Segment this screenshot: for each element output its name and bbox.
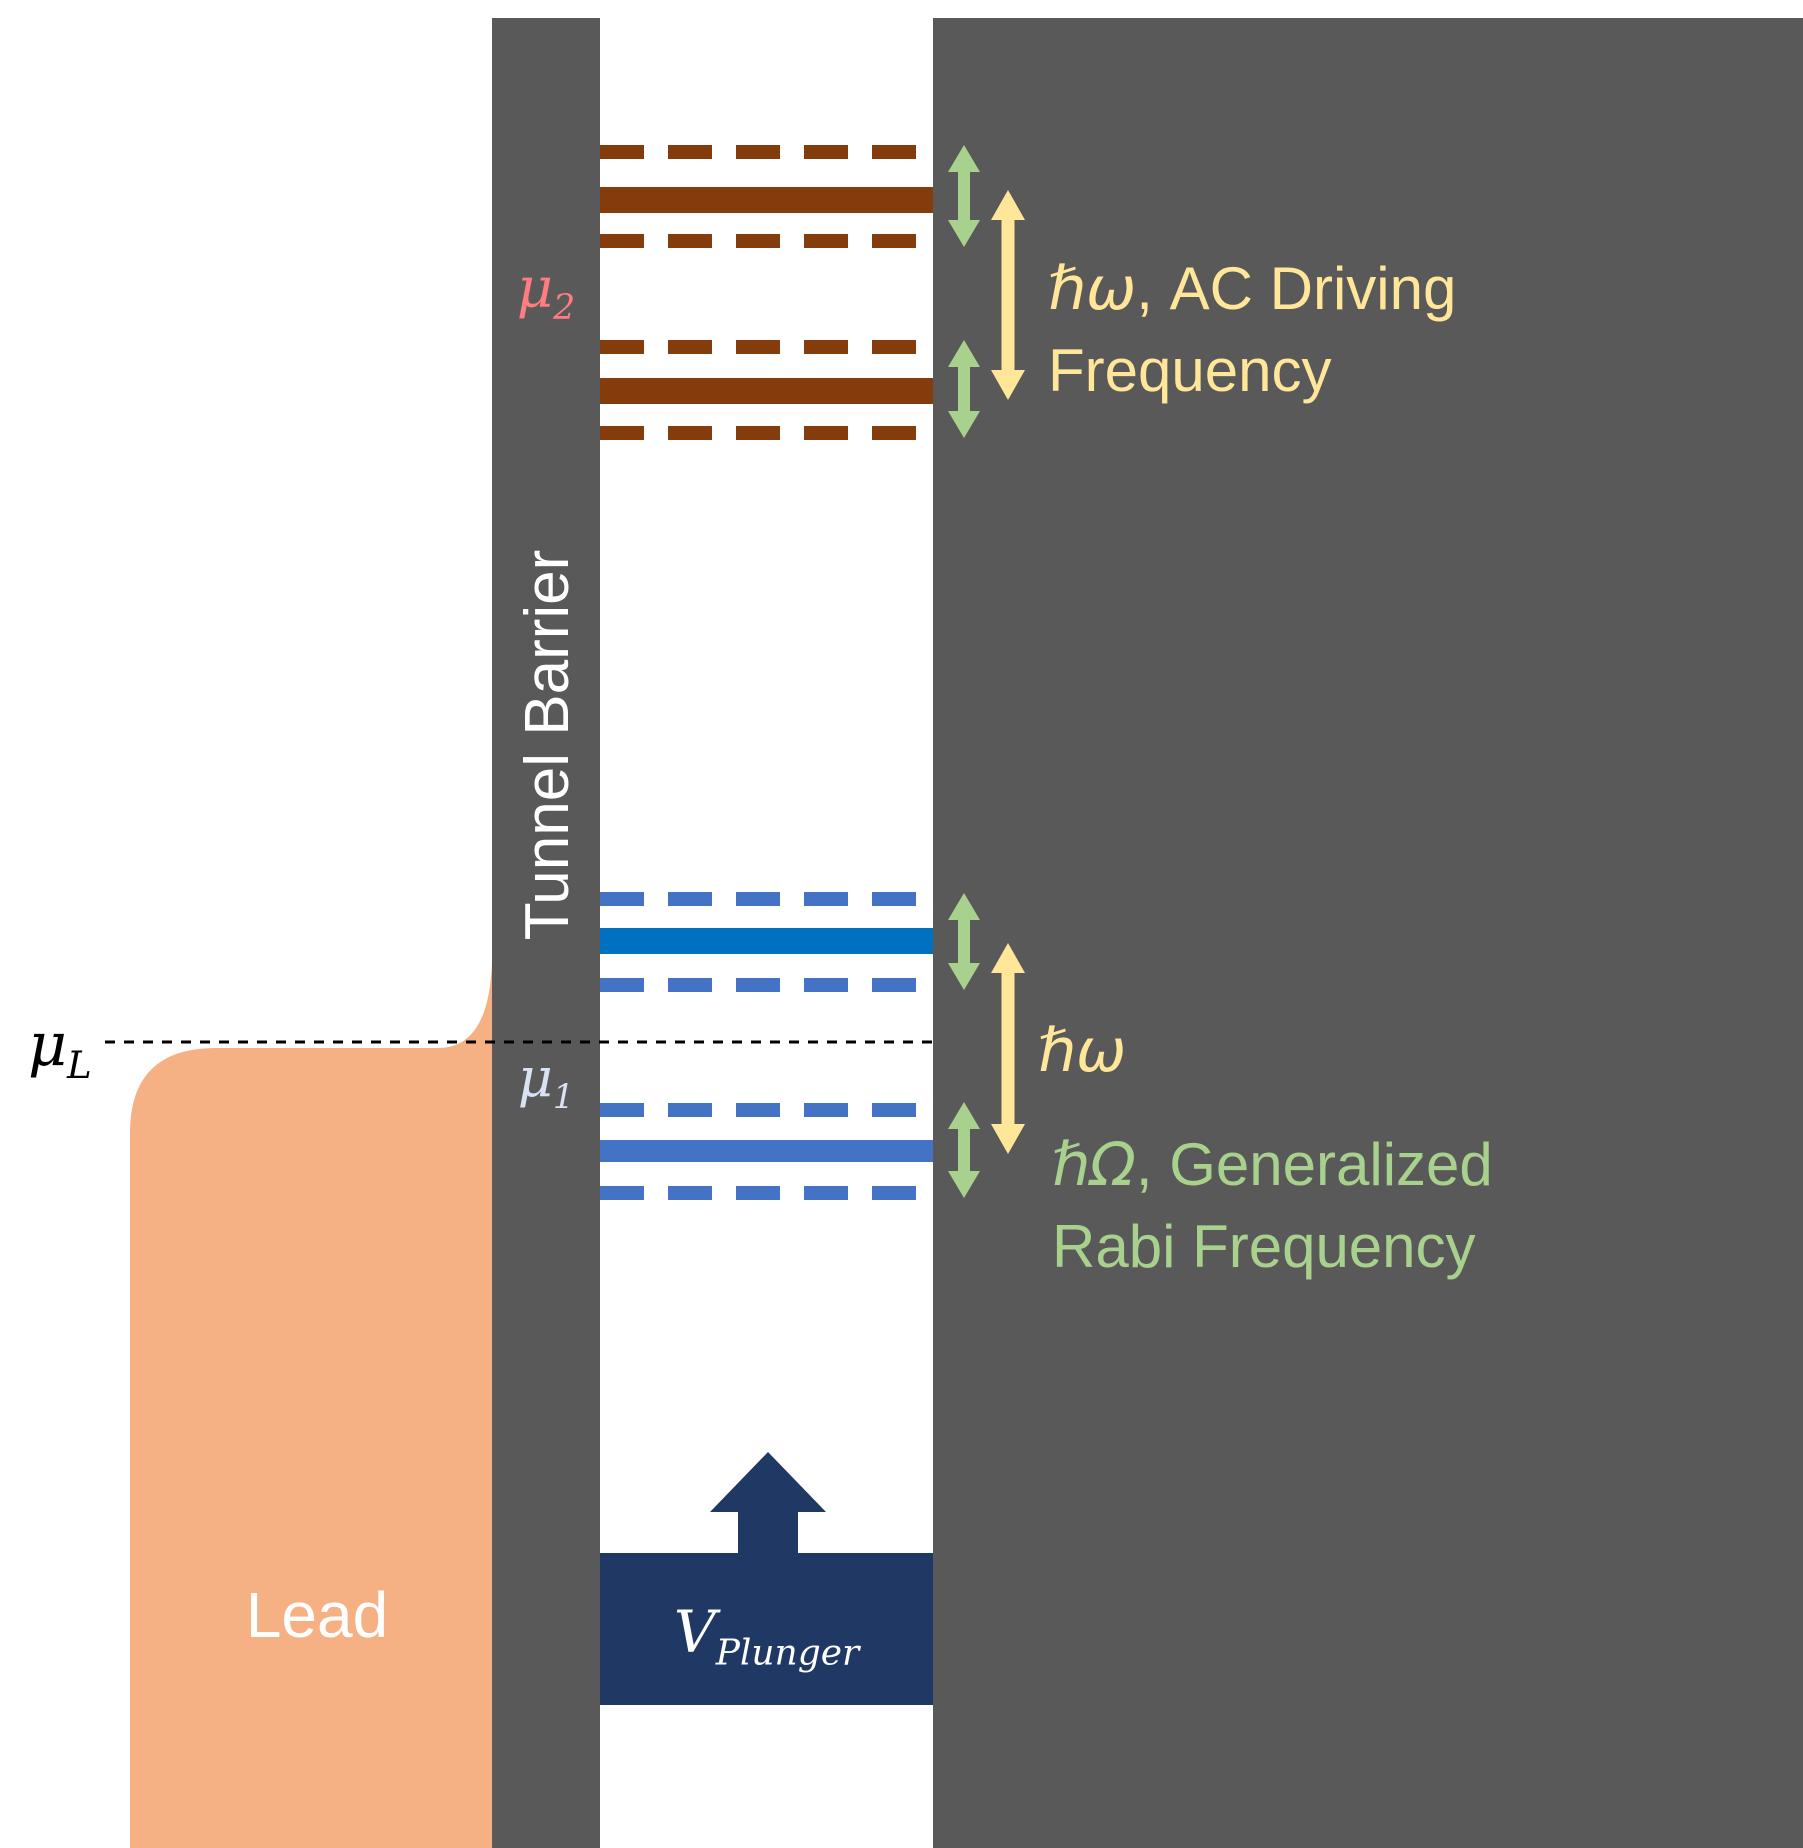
arrowhead-up-icon (991, 190, 1025, 220)
rabi-line2: Rabi Frequency (1052, 1213, 1476, 1280)
arrowhead-down-icon (948, 963, 980, 990)
rabi-frequency-label: ℏΩ, Generalized Rabi Frequency (1052, 1124, 1493, 1288)
arrowhead-down-icon (991, 370, 1025, 400)
rabi-line1: ℏΩ, Generalized (1052, 1124, 1493, 1206)
hbar-omega-label: ℏω (1038, 1016, 1126, 1086)
arrowhead-up-icon (948, 893, 980, 920)
ac-driving-line2: Frequency (1048, 337, 1332, 404)
mu-symbol: μ (28, 1010, 67, 1080)
rabi-splitting-arrow-1 (948, 145, 980, 247)
tunnel-barrier-label-text: Tunnel Barrier (512, 549, 582, 941)
v-symbol: V (673, 1598, 716, 1666)
ac-driving-frequency-label: ℏω, AC Driving Frequency (1048, 248, 1456, 412)
arrowhead-up-icon (948, 145, 980, 172)
arrowhead-down-icon (948, 411, 980, 438)
hbar-omega-symbol: ℏω (1048, 254, 1137, 324)
arrowhead-down-icon (991, 1124, 1025, 1154)
lead-region (130, 962, 492, 1848)
v-plunger-subscript: Plunger (715, 1632, 860, 1674)
tunnel-barrier-label: Tunnel Barrier (505, 435, 589, 1055)
lead-label: Lead (167, 1578, 467, 1652)
mu-L-label: μL (28, 1010, 92, 1087)
arrowhead-down-icon (948, 220, 980, 247)
mu-1-subscript: 1 (552, 1076, 575, 1116)
arrowhead-up-icon (991, 943, 1025, 973)
rabi-splitting-arrow-3 (948, 893, 980, 990)
arrowhead-up-icon (948, 1102, 980, 1129)
mu-2-label: μ2 (498, 256, 594, 328)
right-barrier-region (933, 18, 1803, 1848)
ac-driving-line1: ℏω, AC Driving (1048, 248, 1456, 330)
plunger-gate-block (600, 1553, 933, 1705)
mu-symbol: μ (517, 1046, 553, 1109)
arrowhead-down-icon (948, 1171, 980, 1198)
hbar-Omega-symbol: ℏΩ (1052, 1130, 1136, 1200)
rabi-splitting-arrow-4 (948, 1102, 980, 1198)
ac-frequency-arrow-lower (991, 943, 1025, 1154)
tunnel-barrier-region (492, 18, 600, 1848)
ac-driving-text: , AC Driving (1136, 255, 1457, 322)
arrowhead-up-icon (948, 340, 980, 367)
lead-label-text: Lead (245, 1579, 389, 1651)
rabi-text: , Generalized (1135, 1131, 1493, 1198)
mu-2-subscript: 2 (553, 288, 576, 329)
mu-1-label: μ1 (498, 1046, 594, 1116)
v-plunger-label: VPlunger (600, 1598, 933, 1674)
hbar-omega-symbol: ℏω (1038, 1016, 1127, 1086)
mu-L-subscript: L (67, 1043, 92, 1087)
rabi-splitting-arrow-2 (948, 340, 980, 438)
ac-frequency-arrow-upper (991, 190, 1025, 400)
plunger-up-arrow-icon (710, 1452, 826, 1558)
mu-symbol: μ (516, 256, 554, 321)
